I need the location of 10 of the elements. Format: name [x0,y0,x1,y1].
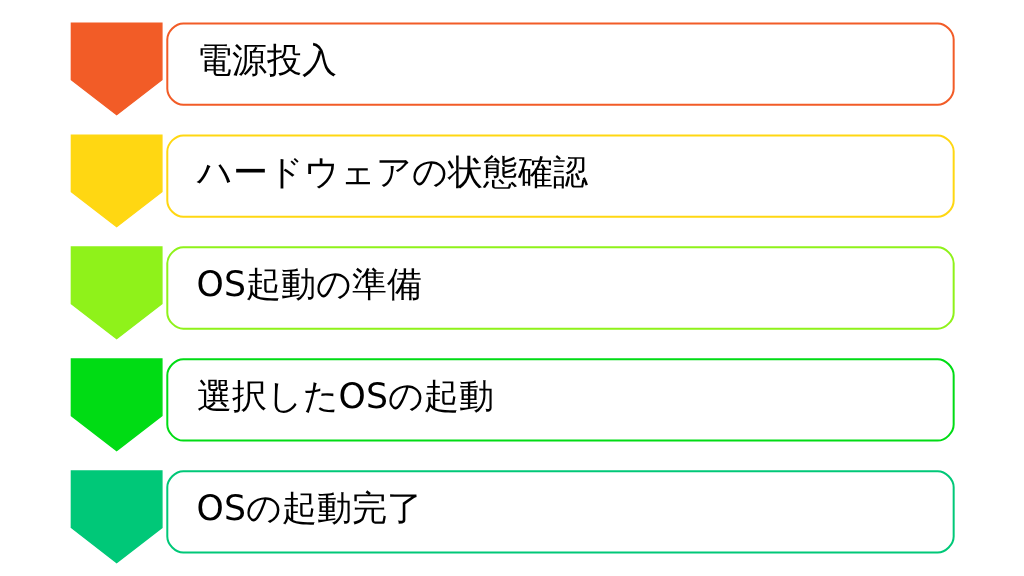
node-chevron [70,134,163,228]
node-box: OSの起動完了 [165,470,955,554]
node-box: ハードウェアの状態確認 [165,134,955,218]
node-box: OS起動の準備 [165,246,955,330]
node-chevron [70,470,163,564]
node-chevron [70,358,163,452]
node-chevron [70,246,163,340]
node-box: 選択したOSの起動 [165,358,955,442]
node-chevron [70,22,163,116]
node-box: 電源投入 [165,22,955,106]
